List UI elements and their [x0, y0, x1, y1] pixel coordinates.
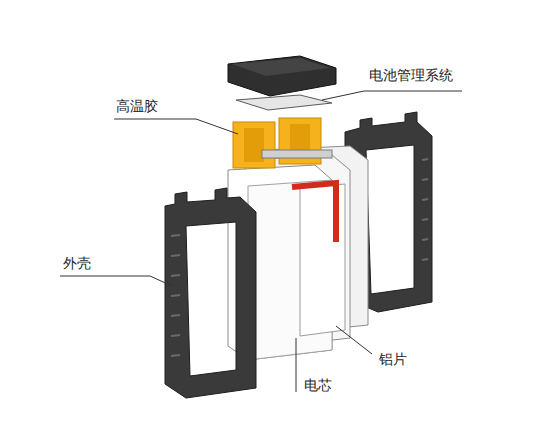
bms-cover-top	[232, 58, 330, 76]
glue-slot	[244, 128, 264, 162]
left-shell	[165, 188, 256, 398]
bms-cover	[228, 56, 336, 96]
part-label: 电芯	[303, 376, 333, 394]
right-shell-slots	[422, 159, 428, 260]
red-strip	[292, 183, 336, 242]
part-label: 电池管理系统	[368, 66, 454, 84]
bms-board	[236, 95, 332, 110]
glue-block	[233, 122, 275, 168]
part-label: 外壳	[62, 254, 92, 272]
terminal-bar	[262, 150, 332, 158]
part-label: 铝片	[378, 350, 408, 368]
left-shell-slots	[171, 235, 180, 356]
leader-lines	[60, 91, 462, 392]
part-label: 高温胶	[115, 97, 159, 115]
